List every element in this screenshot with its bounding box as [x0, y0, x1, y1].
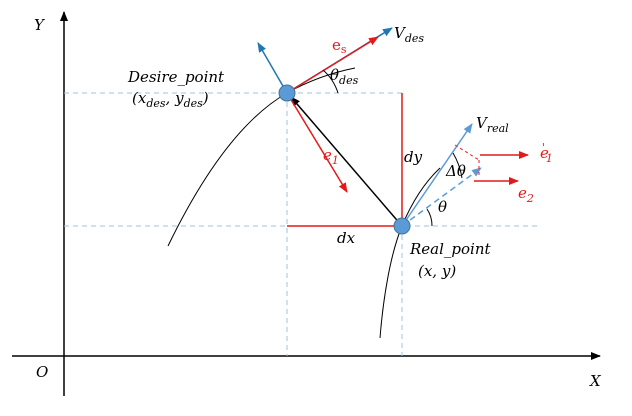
real-point-coords: (x, y): [418, 262, 456, 280]
v-real-label: Vreal: [476, 114, 509, 135]
desire-point-coords: (xdes, ydes): [132, 89, 209, 110]
v-des-label: Vdes: [394, 24, 424, 45]
error-vector: [290, 96, 403, 227]
e-1-label: e1: [323, 146, 339, 167]
e-s-arrow: [286, 36, 379, 94]
e-1-prime-helper: [454, 144, 480, 161]
e-s-label: es: [332, 36, 347, 56]
theta-des-arc: [322, 69, 339, 94]
real-point-label: Real_point: [409, 240, 492, 258]
e-2-label: e2: [518, 184, 534, 205]
normal-arrow-des: [257, 42, 288, 94]
dy-label: dy: [404, 148, 423, 166]
theta-arc: [426, 208, 433, 227]
v-real-arrow: [401, 123, 473, 227]
desire-point-label: Desire_point: [127, 68, 225, 86]
theta-des-label: θdes: [330, 66, 359, 87]
x-axis-label: X: [589, 372, 602, 390]
dx-label: dx: [337, 229, 356, 247]
delta-theta-arc: [452, 152, 463, 179]
theta-label: θ: [438, 198, 447, 216]
delta-theta-label: Δθ: [445, 162, 466, 180]
origin-label: O: [36, 363, 48, 381]
dashed-dir-arrow: [401, 167, 482, 227]
guide-lines: [64, 92, 540, 356]
e-1-prime-label: e'1: [540, 141, 553, 165]
e-1-arrow: [286, 92, 348, 193]
y-axis-label: Y: [34, 16, 46, 34]
desire-point-marker: [278, 84, 296, 102]
real-point-marker: [393, 217, 411, 235]
